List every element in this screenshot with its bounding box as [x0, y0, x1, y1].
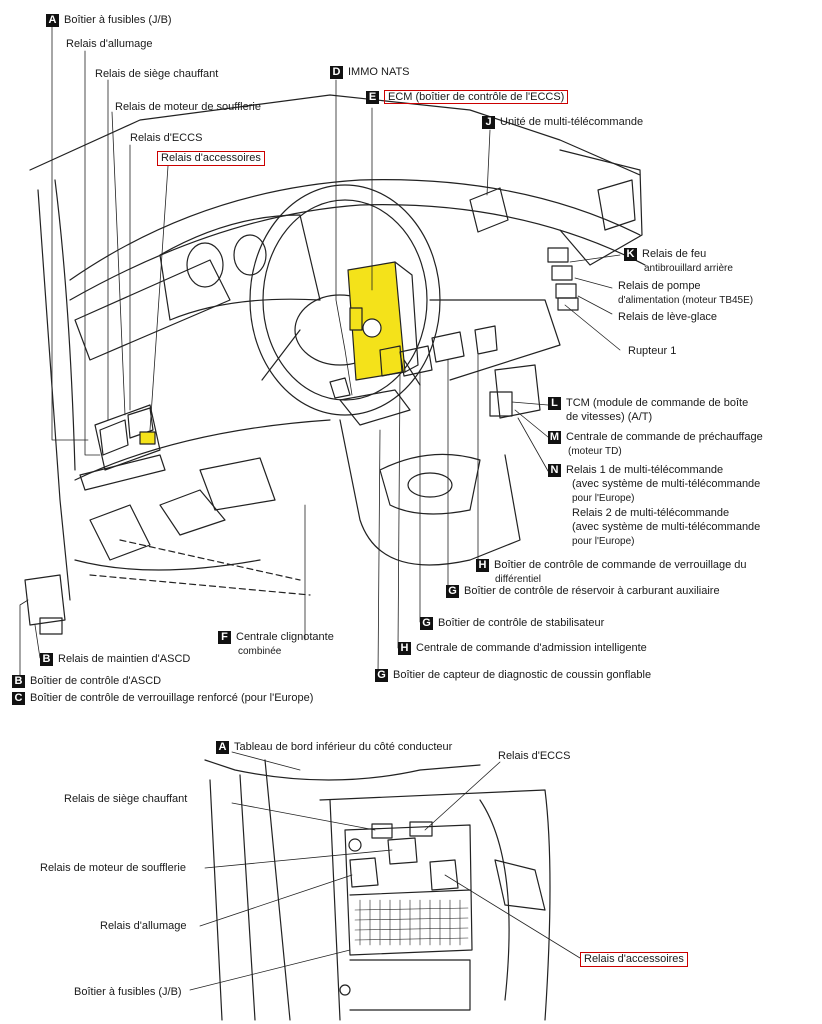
label-m-glow: M Centrale de commande de préchauffage: [548, 431, 763, 444]
label-relay-blower: Relais de moteur de soufflerie: [115, 101, 261, 113]
label-a-lower-panel: A Tableau de bord inférieur du côté condu…: [216, 741, 452, 754]
label-k-fog: K Relais de feu: [624, 248, 706, 261]
text-a-lower-panel: Tableau de bord inférieur du côté conduc…: [234, 741, 453, 753]
text-k-fog-1: Relais de feu: [642, 248, 707, 260]
text-f-flasher-1: Centrale clignotante: [236, 631, 334, 643]
label-lower-ignition: Relais d'allumage: [100, 920, 187, 932]
leader-lines: [19, 26, 621, 681]
label-g-stabilizer: G Boîtier de contrôle de stabilisateur: [420, 617, 604, 630]
label-lower-blower: Relais de moteur de soufflerie: [40, 862, 186, 874]
text-n-relay1-1: Relais 1 de multi-télécommande: [566, 464, 724, 476]
label-lower-accessory: Relais d'accessoires: [580, 952, 688, 967]
lower-panel-art: [204, 759, 551, 1021]
label-a-fuse-box: A Boîtier à fusibles (J/B): [46, 14, 172, 27]
badge-j: J: [482, 116, 495, 129]
label-c-lock: C Boîtier de contrôle de verrouillage ren…: [12, 692, 313, 705]
label-fuel-pump-2: d'alimentation (moteur TB45E): [618, 295, 754, 306]
label-lower-heated-seat: Relais de siège chauffant: [64, 793, 188, 805]
label-relay-accessory: Relais d'accessoires: [157, 151, 265, 166]
label-n-relay1: N Relais 1 de multi-télécommande: [548, 464, 723, 477]
right-relays: [547, 247, 579, 311]
label-b-ascd-ctrl: B Boîtier de contrôle d'ASCD: [12, 675, 161, 688]
label-n-relay2-2: (avec système de multi-télécommande: [572, 521, 761, 533]
label-window-relay: Relais de lève-glace: [618, 311, 718, 323]
tcm-unit: [489, 364, 541, 419]
left-relay-bracket: [79, 404, 166, 491]
label-relay-eccs: Relais d'ECCS: [130, 132, 203, 144]
badge-h-2: H: [398, 642, 411, 655]
text-l-tcm-1: TCM (module de commande de boîte: [566, 397, 749, 409]
dashboard-outline: [29, 94, 646, 601]
badge-m: M: [548, 431, 561, 444]
badge-c: C: [12, 692, 25, 705]
label-n-relay2-3: pour l'Europe): [572, 536, 635, 547]
label-lower-eccs: Relais d'ECCS: [498, 750, 571, 762]
label-n-relay2-1: Relais 2 de multi-télécommande: [572, 507, 730, 519]
multi-remote-unit: [469, 187, 509, 233]
badge-h-1: H: [476, 559, 489, 572]
label-l-tcm-2: de vitesses) (A/T): [566, 411, 653, 423]
text-b-ascd-ctrl: Boîtier de contrôle d'ASCD: [30, 675, 162, 687]
badge-b-2: B: [12, 675, 25, 688]
label-f-flasher: F Centrale clignotante: [218, 631, 334, 644]
text-b-ascd-relay: Relais de maintien d'ASCD: [58, 653, 191, 665]
badge-b-1: B: [40, 653, 53, 666]
column-relays: [329, 325, 498, 426]
steering-wheel: [249, 184, 441, 416]
label-rupteur: Rupteur 1: [628, 345, 677, 357]
text-g-aux-tank: Boîtier de contrôle de réservoir à carbu…: [464, 585, 720, 597]
badge-g-2: G: [420, 617, 433, 630]
text-e-ecm: ECM (boîtier de contrôle de l'ECCS): [384, 90, 569, 104]
label-relay-ignition: Relais d'allumage: [66, 38, 153, 50]
badge-a: A: [46, 14, 59, 27]
badge-f: F: [218, 631, 231, 644]
label-d-immo: D IMMO NATS: [330, 66, 410, 79]
label-f-flasher-2: combinée: [238, 646, 282, 657]
text-d-immo: IMMO NATS: [348, 66, 410, 78]
text-j-multi-remote: Unité de multi-télécommande: [500, 116, 644, 128]
label-fuel-pump-1: Relais de pompe: [618, 280, 701, 292]
label-l-tcm: L TCM (module de commande de boîte: [548, 397, 748, 410]
ecm-unit: [347, 261, 419, 381]
label-h-diff-lock: H Boîtier de contrôle de commande de verr…: [476, 559, 747, 572]
text-m-glow-1: Centrale de commande de préchauffage: [566, 431, 763, 443]
label-h-intake: H Centrale de commande d'admission intell…: [398, 642, 647, 655]
label-n-relay1-2: (avec système de multi-télécommande: [572, 478, 761, 490]
label-k-fog-2: antibrouillard arrière: [644, 263, 733, 274]
label-m-glow-2: (moteur TD): [568, 446, 622, 457]
text-h-intake: Centrale de commande d'admission intelli…: [416, 642, 647, 654]
label-e-ecm: E ECM (boîtier de contrôle de l'ECCS): [366, 90, 569, 104]
badge-g-1: G: [446, 585, 459, 598]
label-g-aux-tank: G Boîtier de contrôle de réservoir à carb…: [446, 585, 720, 598]
label-lower-fuse-box: Boîtier à fusibles (J/B): [74, 986, 182, 998]
badge-d: D: [330, 66, 343, 79]
text-g-stabilizer: Boîtier de contrôle de stabilisateur: [438, 617, 605, 629]
label-h-diff-lock-2: différentiel: [495, 574, 541, 585]
text-c-lock: Boîtier de contrôle de verrouillage renf…: [30, 692, 314, 704]
badge-g-3: G: [375, 669, 388, 682]
label-b-ascd-relay: B Relais de maintien d'ASCD: [40, 653, 190, 666]
badge-l: L: [548, 397, 561, 410]
text-g-airbag: Boîtier de capteur de diagnostic de cous…: [393, 669, 652, 681]
badge-e: E: [366, 91, 379, 104]
badge-k: K: [624, 248, 637, 261]
label-j-multi-remote: J Unité de multi-télécommande: [482, 116, 643, 129]
badge-a-2: A: [216, 741, 229, 754]
text-h-diff-lock-1: Boîtier de contrôle de commande de verro…: [494, 559, 747, 571]
label-n-relay1-3: pour l'Europe): [572, 493, 635, 504]
lower-leader-lines: [189, 751, 581, 991]
badge-n: N: [548, 464, 561, 477]
text-a-fuse-box: Boîtier à fusibles (J/B): [64, 14, 172, 26]
label-relay-heated-seat: Relais de siège chauffant: [95, 68, 219, 80]
ascd-box: [24, 574, 66, 635]
label-g-airbag: G Boîtier de capteur de diagnostic de cou…: [375, 669, 651, 682]
